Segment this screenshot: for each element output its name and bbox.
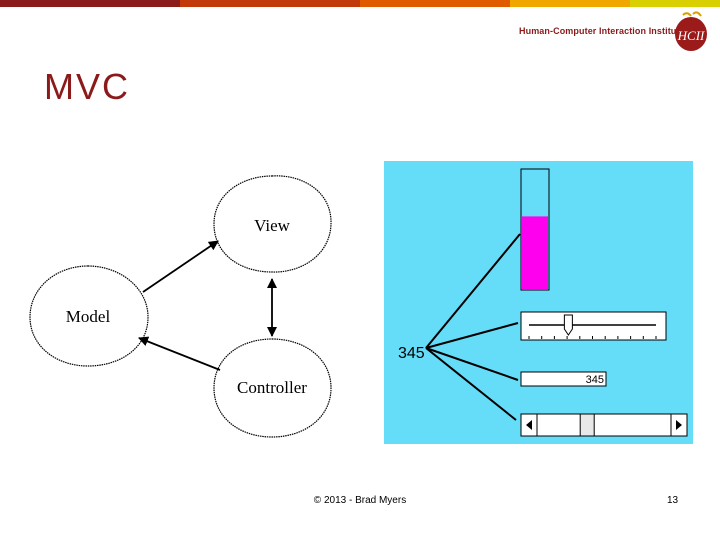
view-label: View — [254, 216, 291, 235]
top-color-bar — [0, 0, 720, 7]
scrollbar-frame — [520, 413, 688, 437]
bar-gauge — [520, 168, 550, 291]
scroll-right-arrow-icon — [676, 420, 682, 430]
model-node: Model — [29, 265, 149, 367]
institute-name: Human-Computer Interaction Institute — [519, 26, 685, 36]
scrollbar[interactable] — [520, 413, 688, 437]
line-to-slider — [425, 322, 519, 349]
slider[interactable] — [520, 311, 667, 341]
line-to-bar — [425, 233, 521, 349]
page-number: 13 — [667, 495, 679, 506]
slider-frame — [520, 311, 667, 341]
value-label: 345 — [398, 345, 425, 362]
top-bar-segment-2 — [180, 0, 360, 7]
view-node: View — [213, 175, 332, 273]
model-label: Model — [66, 307, 111, 326]
logo-text: HCII — [677, 28, 705, 43]
slide-title: MVC — [44, 66, 130, 107]
footer-copyright: © 2013 - Brad Myers — [313, 495, 407, 506]
scroll-left-arrow-icon — [526, 420, 532, 430]
controller-label: Controller — [237, 378, 307, 397]
controller-node: Controller — [213, 338, 332, 438]
slider-thumb[interactable] — [563, 314, 573, 336]
multiple-views-panel: 345 345 — [384, 161, 693, 444]
model-to-view-arrow — [142, 240, 219, 293]
text-field-value: 345 — [586, 374, 604, 386]
text-field-frame[interactable] — [520, 371, 607, 387]
bar-gauge-fill — [522, 216, 548, 289]
slider-ticks — [528, 336, 657, 339]
top-bar-segment-3 — [360, 0, 510, 7]
number-text-field[interactable]: 345 — [520, 371, 607, 387]
line-to-scrollbar — [425, 347, 517, 421]
hcii-logo: HCII — [675, 11, 707, 51]
line-to-textfield — [425, 347, 519, 381]
controller-to-model-arrow — [138, 336, 221, 371]
top-bar-segment-4 — [510, 0, 630, 7]
top-bar-segment-1 — [0, 0, 180, 7]
scrollbar-thumb[interactable] — [579, 413, 595, 437]
connector-lines — [425, 233, 521, 421]
top-bar-segment-5 — [630, 0, 720, 7]
